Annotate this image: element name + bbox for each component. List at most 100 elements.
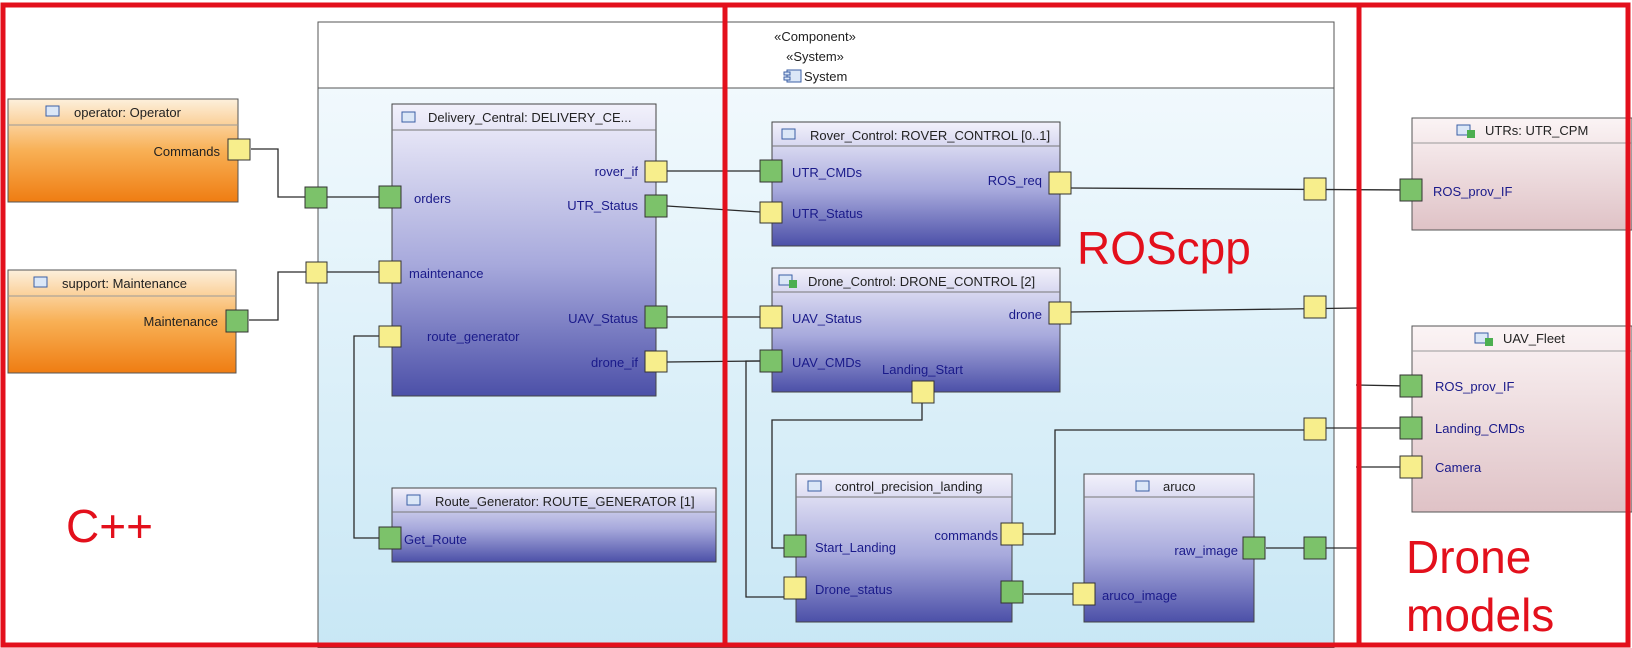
region-label-cpp: C++ bbox=[66, 500, 153, 552]
landing-start-label: Landing_Start bbox=[882, 362, 963, 377]
control-precision-landing-part[interactable]: control_precision_landing Start_Landing … bbox=[783, 473, 1024, 623]
system-stereotype-system: «System» bbox=[786, 49, 844, 64]
port-drone-if[interactable] bbox=[644, 350, 668, 373]
part-plus-icon bbox=[778, 274, 797, 288]
port-orders[interactable] bbox=[378, 185, 402, 209]
fleet-ros-prov-if-label: ROS_prov_IF bbox=[1435, 379, 1515, 394]
uav-fleet-title: UAV_Fleet bbox=[1503, 331, 1565, 346]
wire-ros-req bbox=[1069, 187, 1409, 191]
utr-cmds-label: UTR_CMDs bbox=[792, 165, 863, 180]
port-dc-utr-status[interactable] bbox=[644, 194, 668, 218]
operator-commands-label: Commands bbox=[154, 144, 221, 159]
utrs-ros-prov-if-label: ROS_prov_IF bbox=[1433, 184, 1513, 199]
wire-utr-status bbox=[666, 205, 761, 213]
port-landing-start[interactable] bbox=[911, 380, 935, 404]
utrs-title: UTRs: UTR_CPM bbox=[1485, 123, 1588, 138]
wire-maintenance bbox=[249, 271, 310, 321]
rc-utr-status-label: UTR_Status bbox=[792, 206, 863, 221]
delivery-central-part[interactable]: Delivery_Central: DELIVERY_CE... orders … bbox=[378, 103, 668, 397]
port-camera[interactable] bbox=[1399, 455, 1423, 479]
component-icon bbox=[783, 69, 802, 83]
part-plus-icon bbox=[1456, 124, 1475, 138]
wire-drone-if bbox=[666, 360, 761, 363]
region-label-drone: Drone bbox=[1406, 531, 1531, 583]
operator-title: operator: Operator bbox=[74, 105, 182, 120]
delivery-central-title: Delivery_Central: DELIVERY_CE... bbox=[428, 110, 632, 125]
wire-ros-prov-fleet bbox=[1355, 384, 1409, 387]
port-dc-maintenance[interactable] bbox=[378, 260, 402, 284]
drone-control-title: Drone_Control: DRONE_CONTROL [2] bbox=[808, 274, 1035, 289]
drone-control-part[interactable]: Drone_Control: DRONE_CONTROL [2] UAV_Sta… bbox=[759, 267, 1072, 404]
port-start-landing[interactable] bbox=[783, 534, 807, 558]
system-port-drone[interactable] bbox=[1303, 295, 1327, 319]
dc-uav-status-label: UAV_Status bbox=[568, 311, 638, 326]
support-title: support: Maintenance bbox=[62, 276, 187, 291]
port-drone-status[interactable] bbox=[783, 576, 807, 600]
port-uav-cmds[interactable] bbox=[759, 349, 783, 373]
route-generator-label: route_generator bbox=[427, 329, 520, 344]
part-icon bbox=[45, 105, 60, 117]
part-plus-icon bbox=[1474, 332, 1493, 346]
port-cpl-image[interactable] bbox=[1000, 580, 1024, 604]
orders-label: orders bbox=[414, 191, 451, 206]
utrs-part[interactable]: UTRs: UTR_CPM ROS_prov_IF bbox=[1399, 117, 1632, 231]
route-generator-part[interactable]: Route_Generator: ROUTE_GENERATOR [1] Get… bbox=[378, 487, 717, 563]
system-port-commands[interactable] bbox=[1303, 417, 1327, 441]
part-icon bbox=[807, 480, 822, 492]
port-get-route[interactable] bbox=[378, 526, 402, 550]
rover-control-part[interactable]: Rover_Control: ROVER_CONTROL [0..1] UTR_… bbox=[759, 121, 1072, 247]
uav-cmds-label: UAV_CMDs bbox=[792, 355, 862, 370]
get-route-label: Get_Route bbox=[404, 532, 467, 547]
port-ros-req[interactable] bbox=[1048, 171, 1072, 195]
part-icon bbox=[33, 276, 48, 288]
support-part[interactable]: support: Maintenance Maintenance bbox=[7, 269, 249, 374]
drone-uav-status-label: UAV_Status bbox=[792, 311, 862, 326]
drone-if-label: drone_if bbox=[591, 355, 638, 370]
commands-label: commands bbox=[934, 528, 998, 543]
rover-control-title: Rover_Control: ROVER_CONTROL [0..1] bbox=[810, 128, 1050, 143]
drone-label: drone bbox=[1009, 307, 1042, 322]
region-drone-models bbox=[1356, 2, 1631, 648]
start-landing-label: Start_Landing bbox=[815, 540, 896, 555]
port-dc-drone-uav-status[interactable] bbox=[759, 305, 783, 329]
operator-part[interactable]: operator: Operator Commands bbox=[7, 98, 251, 203]
system-stereotype-component: «Component» bbox=[774, 29, 856, 44]
port-maintenance[interactable] bbox=[225, 309, 249, 333]
wire-commands-landing bbox=[1012, 427, 1408, 535]
port-route-generator[interactable] bbox=[378, 325, 402, 348]
support-maintenance-label: Maintenance bbox=[144, 314, 218, 329]
port-aruco-image[interactable] bbox=[1072, 582, 1096, 606]
part-icon bbox=[406, 494, 421, 506]
region-label-models: models bbox=[1406, 589, 1554, 641]
drone-status-label: Drone_status bbox=[815, 582, 893, 597]
wire-landing-start bbox=[771, 392, 923, 549]
system-name: System bbox=[804, 69, 847, 84]
wire-commands-orders bbox=[251, 148, 316, 198]
system-port-raw-image[interactable] bbox=[1303, 536, 1327, 560]
port-commands[interactable] bbox=[227, 138, 251, 161]
maintenance-label: maintenance bbox=[409, 266, 483, 281]
system-port-maintenance[interactable] bbox=[305, 261, 328, 284]
port-raw-image[interactable] bbox=[1242, 536, 1266, 560]
part-icon bbox=[1135, 480, 1150, 492]
dc-utr-status-label: UTR_Status bbox=[567, 198, 638, 213]
port-utrs-ros-prov-if[interactable] bbox=[1399, 178, 1423, 202]
port-commands-cpl[interactable] bbox=[1000, 522, 1024, 546]
raw-image-label: raw_image bbox=[1174, 543, 1238, 558]
port-rc-utr-status[interactable] bbox=[759, 201, 783, 224]
system-port-ros-req[interactable] bbox=[1303, 177, 1327, 201]
port-dc-uav-status[interactable] bbox=[644, 305, 668, 329]
part-icon bbox=[781, 128, 796, 140]
region-label-roscpp: ROScpp bbox=[1077, 222, 1251, 274]
port-utr-cmds[interactable] bbox=[759, 159, 783, 183]
port-fleet-ros-prov-if[interactable] bbox=[1399, 374, 1423, 398]
aruco-image-label: aruco_image bbox=[1102, 588, 1177, 603]
system-port-orders[interactable] bbox=[304, 186, 328, 209]
cpl-title: control_precision_landing bbox=[835, 479, 982, 494]
uav-fleet-part[interactable]: UAV_Fleet ROS_prov_IF Landing_CMDs Camer… bbox=[1399, 325, 1632, 513]
port-drone[interactable] bbox=[1048, 301, 1072, 325]
aruco-part[interactable]: aruco raw_image aruco_image bbox=[1072, 473, 1266, 623]
port-rover-if[interactable] bbox=[644, 160, 668, 183]
port-landing-cmds[interactable] bbox=[1399, 416, 1423, 440]
